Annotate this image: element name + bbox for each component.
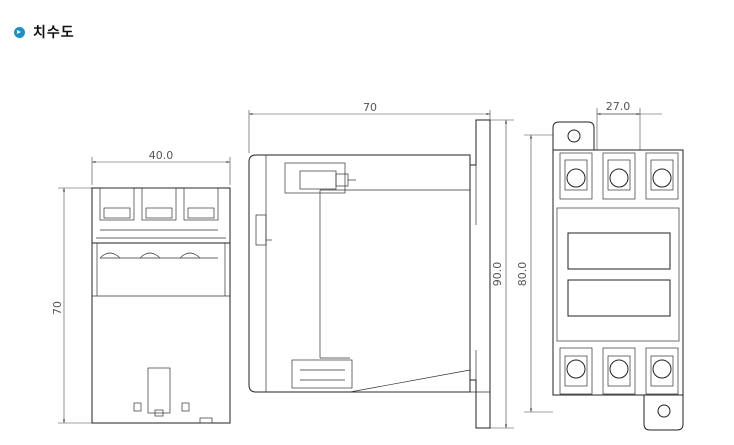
section-title: 치수도 (33, 25, 75, 41)
dim-front-width: 40.0 (149, 149, 174, 162)
top-view: 27.0 80.0 (516, 100, 684, 431)
section-header: 치수도 (14, 22, 75, 42)
side-view: 70 90.0 (248, 101, 514, 429)
front-view: 40.0 70 (51, 149, 231, 424)
bullet-icon (14, 26, 25, 38)
dim-top-width: 27.0 (606, 100, 631, 113)
dim-side-depth: 70 (363, 101, 377, 114)
dim-side-height: 90.0 (491, 262, 504, 287)
dim-front-height: 70 (51, 301, 64, 315)
dim-top-height: 80.0 (516, 262, 529, 287)
